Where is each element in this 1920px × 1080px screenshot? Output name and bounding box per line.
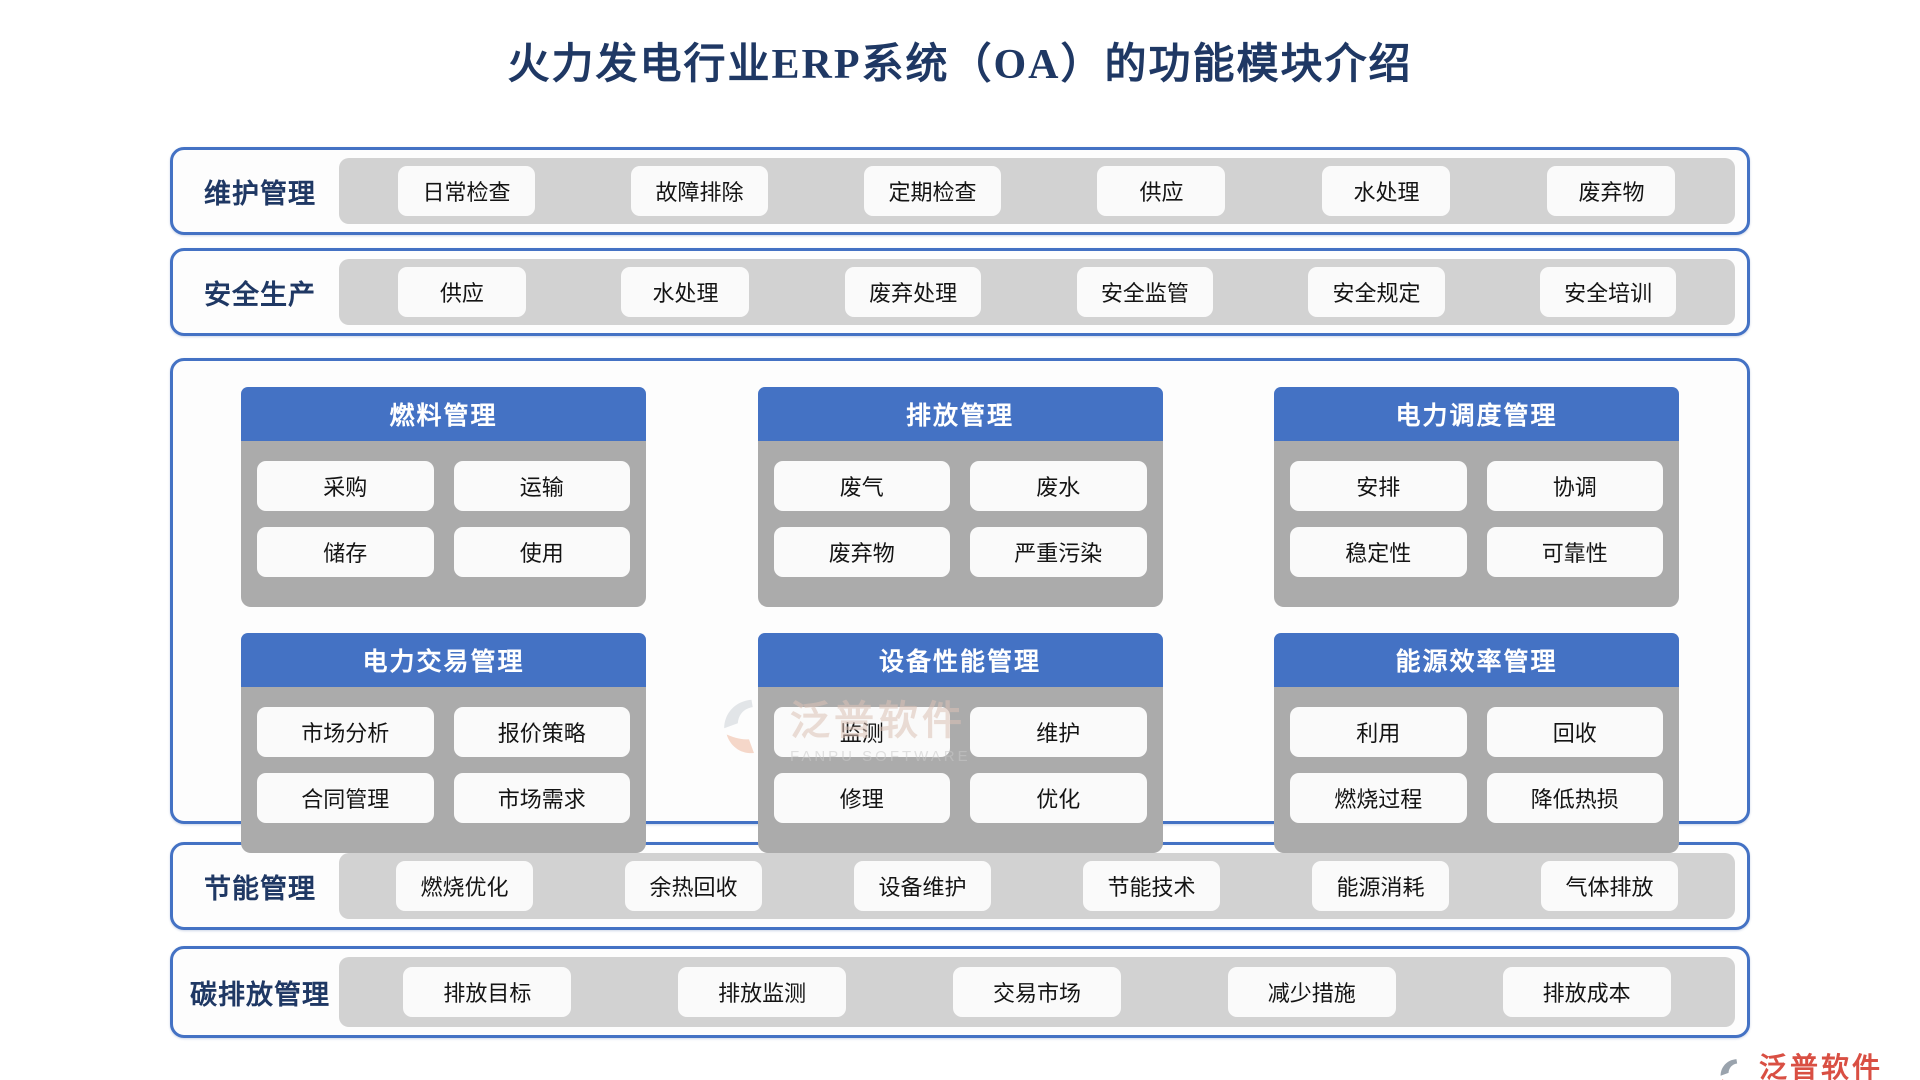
module-chip-procurement[interactable]: 采购: [257, 461, 434, 511]
band-safety-tray: 供应 水处理 废弃处理 安全监管 安全规定 安全培训: [339, 259, 1735, 325]
module-chip-storage[interactable]: 储存: [257, 527, 434, 577]
module-chip-supply[interactable]: 供应: [1097, 166, 1226, 216]
module-chip-severe-pollution[interactable]: 严重污染: [970, 527, 1147, 577]
module-chip-transport[interactable]: 运输: [453, 461, 630, 511]
card-trading-header: 电力交易管理: [241, 633, 646, 687]
module-chip-safety-training[interactable]: 安全培训: [1540, 267, 1677, 317]
module-chip-quotation-strategy[interactable]: 报价策略: [453, 707, 630, 757]
module-chip-equipment-maintenance[interactable]: 设备维护: [854, 861, 991, 911]
module-chip-coordination[interactable]: 协调: [1486, 461, 1663, 511]
module-chip-water-treatment[interactable]: 水处理: [621, 267, 750, 317]
card-efficiency-body: 利用 回收 燃烧过程 降低热损: [1274, 687, 1679, 853]
module-chip-safety-supervision[interactable]: 安全监管: [1076, 267, 1213, 317]
module-chip-daily-inspection[interactable]: 日常检查: [398, 166, 535, 216]
module-chip-waste-heat-recovery[interactable]: 余热回收: [625, 861, 762, 911]
module-chip-repair[interactable]: 修理: [773, 773, 950, 823]
footer-logo: 泛普软件 www.fanpusoft.com: [1717, 1046, 1906, 1080]
module-chip-optimization[interactable]: 优化: [970, 773, 1147, 823]
band-safety-label: 安全生产: [204, 279, 316, 310]
module-chip-reduction-measures[interactable]: 减少措施: [1227, 967, 1396, 1017]
band-maintenance: 维护管理 日常检查 故障排除 定期检查 供应 水处理 废弃物: [170, 147, 1750, 235]
card-fuel-management: 燃料管理 采购 运输 储存 使用: [241, 387, 646, 607]
module-chip-emission-monitoring[interactable]: 排放监测: [678, 967, 847, 1017]
module-chip-combustion-process[interactable]: 燃烧过程: [1290, 773, 1467, 823]
module-chip-gas-emission[interactable]: 气体排放: [1541, 861, 1678, 911]
band-maintenance-tray: 日常检查 故障排除 定期检查 供应 水处理 废弃物: [339, 158, 1735, 224]
module-chip-solid-waste[interactable]: 废弃物: [773, 527, 950, 577]
card-energy-efficiency-management: 能源效率管理 利用 回收 燃烧过程 降低热损: [1274, 633, 1679, 853]
card-equipment-body: 监测 维护 修理 优化: [757, 687, 1163, 853]
module-chip-monitoring[interactable]: 监测: [773, 707, 950, 757]
card-fuel-header: 燃料管理: [241, 387, 646, 441]
band-carbon-emission-tray: 排放目标 排放监测 交易市场 减少措施 排放成本: [339, 957, 1735, 1027]
module-chip-reliability[interactable]: 可靠性: [1486, 527, 1663, 577]
module-chip-trading-market[interactable]: 交易市场: [952, 967, 1121, 1017]
band-safety: 安全生产 供应 水处理 废弃处理 安全监管 安全规定 安全培训: [170, 248, 1750, 336]
module-chip-scheduling[interactable]: 安排: [1290, 461, 1467, 511]
module-chip-stability[interactable]: 稳定性: [1290, 527, 1467, 577]
module-chip-recovery[interactable]: 回收: [1486, 707, 1663, 757]
module-chip-water-treatment[interactable]: 水处理: [1322, 166, 1451, 216]
fanpu-logo-icon: [1720, 1059, 1738, 1080]
module-chip-troubleshooting[interactable]: 故障排除: [631, 166, 768, 216]
band-energy-saving: 节能管理 燃烧优化 余热回收 设备维护 节能技术 能源消耗 气体排放: [170, 842, 1750, 930]
card-dispatch-body: 安排 协调 稳定性 可靠性: [1274, 441, 1679, 607]
card-power-trading-management: 电力交易管理 市场分析 报价策略 合同管理 市场需求: [241, 633, 646, 853]
band-carbon-emission-label: 碳排放管理: [190, 979, 330, 1010]
module-chip-emission-target[interactable]: 排放目标: [403, 967, 572, 1017]
card-emission-body: 废气 废水 废弃物 严重污染: [757, 441, 1163, 607]
modules-panel: 燃料管理 采购 运输 储存 使用 排放管理 废气 废水 废弃物 严重污染 电力调…: [170, 358, 1750, 853]
card-fuel-body: 采购 运输 储存 使用: [241, 441, 646, 607]
card-power-dispatch-management: 电力调度管理 安排 协调 稳定性 可靠性: [1274, 387, 1679, 607]
module-chip-reduce-heat-loss[interactable]: 降低热损: [1486, 773, 1663, 823]
module-chip-utilization[interactable]: 利用: [1290, 707, 1467, 757]
module-chip-energy-saving-tech[interactable]: 节能技术: [1083, 861, 1220, 911]
page-title: 火力发电行业ERP系统（OA）的功能模块介绍: [507, 42, 1413, 88]
module-chip-energy-consumption[interactable]: 能源消耗: [1312, 861, 1449, 911]
band-carbon-emission: 碳排放管理 排放目标 排放监测 交易市场 减少措施 排放成本: [170, 946, 1750, 1038]
band-energy-saving-tray: 燃烧优化 余热回收 设备维护 节能技术 能源消耗 气体排放: [339, 853, 1735, 919]
module-chip-emission-cost[interactable]: 排放成本: [1502, 967, 1671, 1017]
module-chip-waste-disposal[interactable]: 废弃处理: [845, 267, 982, 317]
band-maintenance-label: 维护管理: [204, 178, 316, 209]
module-chip-market-demand[interactable]: 市场需求: [453, 773, 630, 823]
module-chip-maintenance[interactable]: 维护: [970, 707, 1147, 757]
module-chip-market-analysis[interactable]: 市场分析: [257, 707, 434, 757]
card-emission-management: 排放管理 废气 废水 废弃物 严重污染: [757, 387, 1163, 607]
card-emission-header: 排放管理: [757, 387, 1163, 441]
module-chip-contract-management[interactable]: 合同管理: [257, 773, 434, 823]
module-chip-usage[interactable]: 使用: [453, 527, 630, 577]
module-chip-safety-rules[interactable]: 安全规定: [1308, 267, 1445, 317]
module-chip-waste[interactable]: 废弃物: [1547, 166, 1676, 216]
band-energy-saving-label: 节能管理: [204, 873, 316, 904]
card-dispatch-header: 电力调度管理: [1274, 387, 1679, 441]
card-efficiency-header: 能源效率管理: [1274, 633, 1679, 687]
card-equipment-header: 设备性能管理: [757, 633, 1163, 687]
module-chip-waste-water[interactable]: 废水: [970, 461, 1147, 511]
footer-logo-name: 泛普软件: [1758, 1053, 1883, 1080]
module-chip-periodic-inspection[interactable]: 定期检查: [864, 166, 1001, 216]
module-chip-supply[interactable]: 供应: [397, 267, 526, 317]
module-chip-combustion-optimization[interactable]: 燃烧优化: [396, 861, 533, 911]
card-trading-body: 市场分析 报价策略 合同管理 市场需求: [241, 687, 646, 853]
module-chip-waste-gas[interactable]: 废气: [773, 461, 950, 511]
cards-grid: 燃料管理 采购 运输 储存 使用 排放管理 废气 废水 废弃物 严重污染 电力调…: [241, 387, 1679, 853]
card-equipment-performance-management: 设备性能管理 监测 维护 修理 优化: [757, 633, 1163, 853]
